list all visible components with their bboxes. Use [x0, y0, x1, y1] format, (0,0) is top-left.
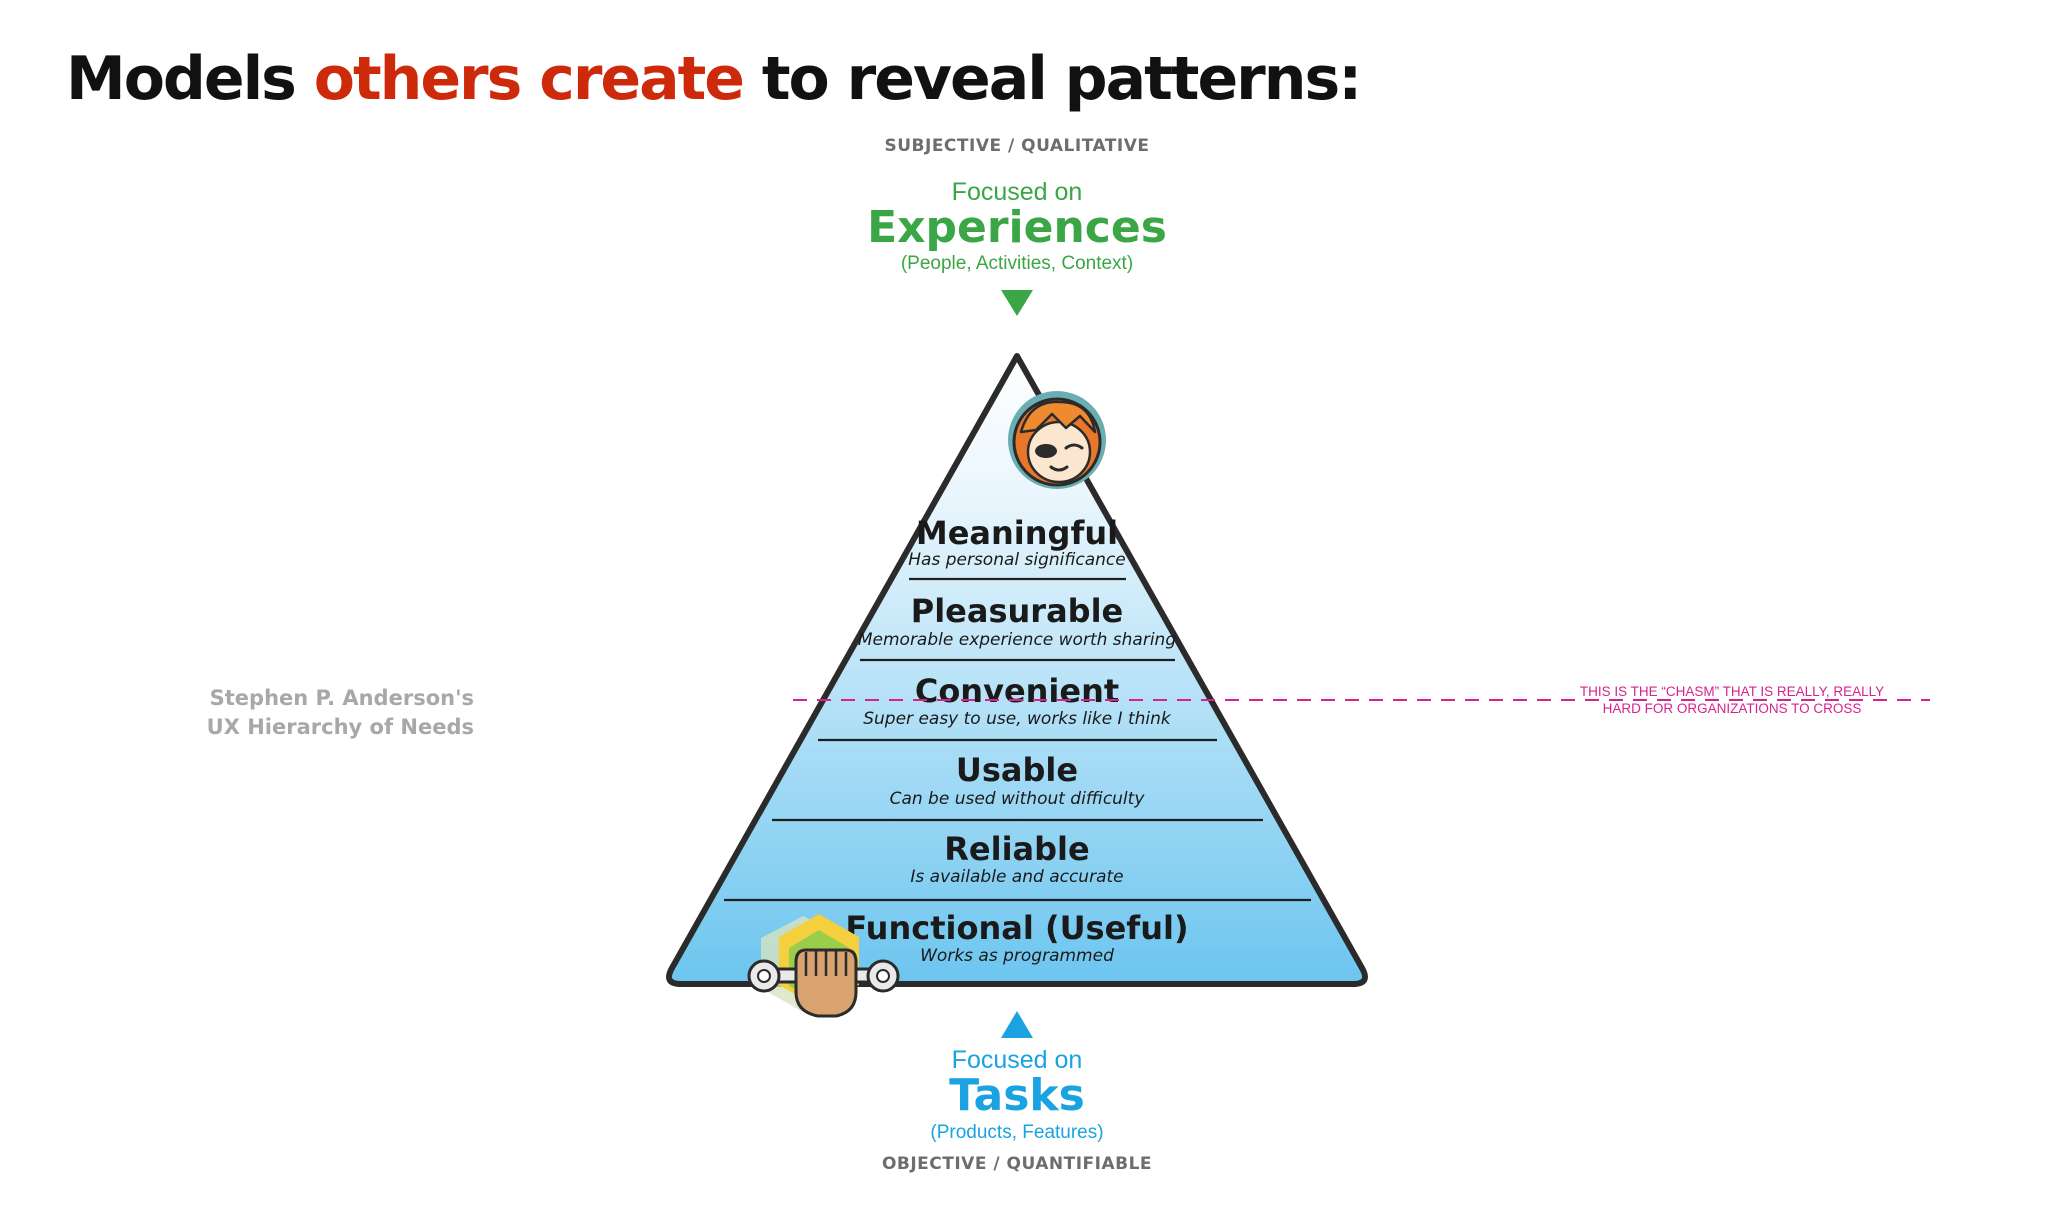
level-title: Functional (Useful)	[845, 909, 1188, 947]
level-title: Pleasurable	[911, 592, 1124, 630]
down-arrow-icon	[1001, 290, 1033, 316]
pyramid-level-convenient: Convenient Super easy to use, works like…	[863, 672, 1172, 729]
pyramid-level-reliable: Reliable Is available and accurate	[910, 830, 1123, 887]
credit-line-1: Stephen P. Anderson's	[209, 686, 474, 710]
tasks-subtitle: (Products, Features)	[930, 1122, 1104, 1143]
level-description: Can be used without difficulty	[890, 789, 1146, 809]
tasks-focus-prefix: Focused on	[951, 1046, 1083, 1074]
bottom-axis-label: OBJECTIVE / QUANTIFIABLE	[881, 1154, 1153, 1174]
pyramid-level-usable: Usable Can be used without difficulty	[890, 751, 1146, 809]
fist-wrench-icon	[747, 914, 900, 1018]
title-part-2: to reveal patterns:	[742, 44, 1362, 114]
up-arrow-icon	[1001, 1011, 1033, 1038]
chasm-line-1: This is the “chasm” that is really, real…	[1579, 684, 1885, 699]
level-title: Convenient	[915, 672, 1119, 710]
pyramid-shape	[666, 353, 1368, 987]
experiences-focus-prefix: Focused on	[951, 178, 1083, 206]
level-description: Is available and accurate	[910, 867, 1123, 887]
title-part-1: Models	[66, 44, 314, 114]
experiences-heading: Experiences	[867, 202, 1167, 253]
chasm-line-2: hard for organizations to cross	[1602, 701, 1862, 716]
level-description: Memorable experience worth sharing	[858, 630, 1176, 650]
level-title: Meaningful	[916, 514, 1118, 552]
page-title: Models others create to reveal patterns:	[66, 44, 1362, 114]
title-highlight: others create	[313, 44, 745, 114]
level-title: Reliable	[944, 830, 1089, 868]
level-dividers	[724, 577, 1311, 902]
pyramid-level-meaningful: Meaningful Has personal significance	[908, 514, 1125, 570]
chasm-annotation: This is the “chasm” that is really, real…	[1560, 683, 1904, 717]
credit-label: Stephen P. Anderson's UX Hierarchy of Ne…	[160, 684, 474, 742]
pyramid-level-functional: Functional (Useful) Works as programmed	[845, 909, 1188, 966]
pyramid-level-pleasurable: Pleasurable Memorable experience worth s…	[858, 592, 1176, 650]
top-axis-label: SUBJECTIVE / QUALITATIVE	[884, 136, 1150, 156]
tasks-heading: Tasks	[949, 1070, 1085, 1121]
experiences-subtitle: (People, Activities, Context)	[900, 253, 1134, 274]
level-description: Super easy to use, works like I think	[863, 709, 1172, 729]
level-title: Usable	[956, 751, 1078, 789]
credit-line-2: UX Hierarchy of Needs	[206, 715, 474, 739]
level-description: Has personal significance	[908, 550, 1125, 570]
girl-face-icon	[1008, 391, 1106, 489]
level-description: Works as programmed	[920, 946, 1114, 966]
